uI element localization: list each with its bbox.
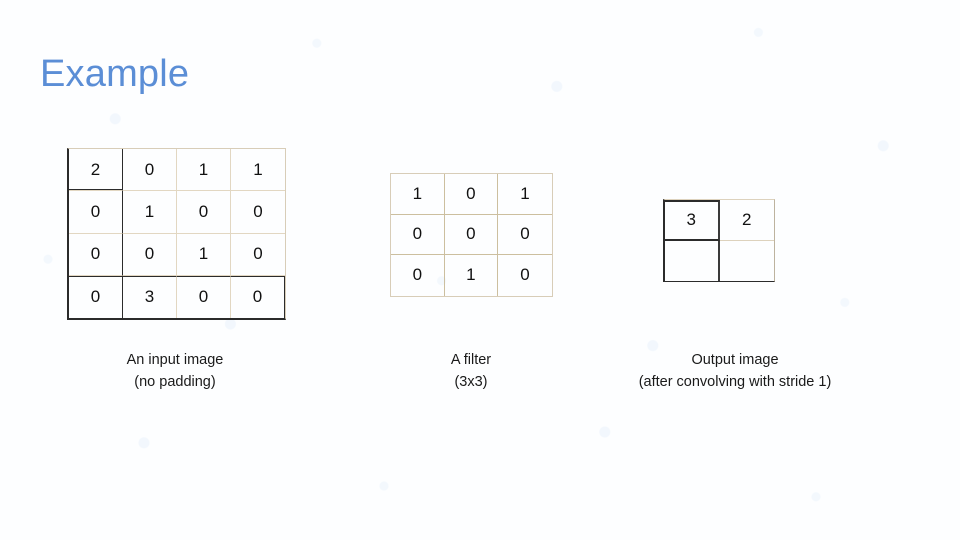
matrix-cell: 1 <box>498 174 552 215</box>
output-image-matrix: 3 2 <box>663 199 775 282</box>
input-image-matrix: 2 0 1 1 0 1 0 0 0 0 1 0 0 3 0 0 <box>67 148 286 320</box>
matrix-cell: 0 <box>231 191 285 234</box>
matrix-cell: 0 <box>69 275 123 318</box>
matrix-cell: 0 <box>231 275 285 318</box>
matrix-cell: 0 <box>231 234 285 276</box>
caption-line-2: (3x3) <box>454 374 488 391</box>
filter-caption: A filter (3x3) <box>385 349 557 394</box>
matrix-cell: 1 <box>445 255 499 296</box>
caption-line-2: (no padding) <box>134 374 216 391</box>
caption-line-1: A filter <box>450 352 492 368</box>
matrix-cell: 0 <box>498 215 552 256</box>
matrix-cell <box>720 241 775 282</box>
matrix-cell: 3 <box>123 275 177 318</box>
caption-line-1: An input image <box>126 352 224 368</box>
page-title: Example <box>40 53 190 95</box>
matrix-cell <box>665 240 720 281</box>
matrix-cell: 0 <box>177 275 231 318</box>
filter-matrix: 1 0 1 0 0 0 0 1 0 <box>390 173 553 297</box>
matrix-cell: 0 <box>69 233 123 276</box>
matrix-cell: 2 <box>719 200 774 241</box>
caption-line-2: (after convolving with stride 1) <box>638 374 832 391</box>
caption-line-1: Output image <box>691 352 779 368</box>
matrix-cell: 2 <box>69 149 123 192</box>
matrix-cell: 0 <box>123 149 177 192</box>
matrix-cell: 0 <box>391 255 445 296</box>
matrix-cell: 0 <box>520 265 530 285</box>
matrix-cell: 0 <box>123 233 177 276</box>
matrix-cell: 3 <box>665 200 720 241</box>
matrix-cell: 1 <box>177 233 231 276</box>
matrix-cell: 1 <box>177 149 231 192</box>
matrix-cell: 0 <box>391 214 445 256</box>
matrix-cell: 1 <box>391 174 445 215</box>
matrix-cell: 0 <box>69 191 123 234</box>
matrix-cell: 0 <box>177 191 231 234</box>
matrix-cell: 1 <box>123 191 177 234</box>
matrix-cell: 0 <box>444 174 499 215</box>
matrix-cell: 1 <box>231 149 285 192</box>
input-image-caption: An input image (no padding) <box>60 349 290 394</box>
matrix-cell: 0 <box>444 214 499 256</box>
output-image-caption: Output image (after convolving with stri… <box>590 349 880 394</box>
